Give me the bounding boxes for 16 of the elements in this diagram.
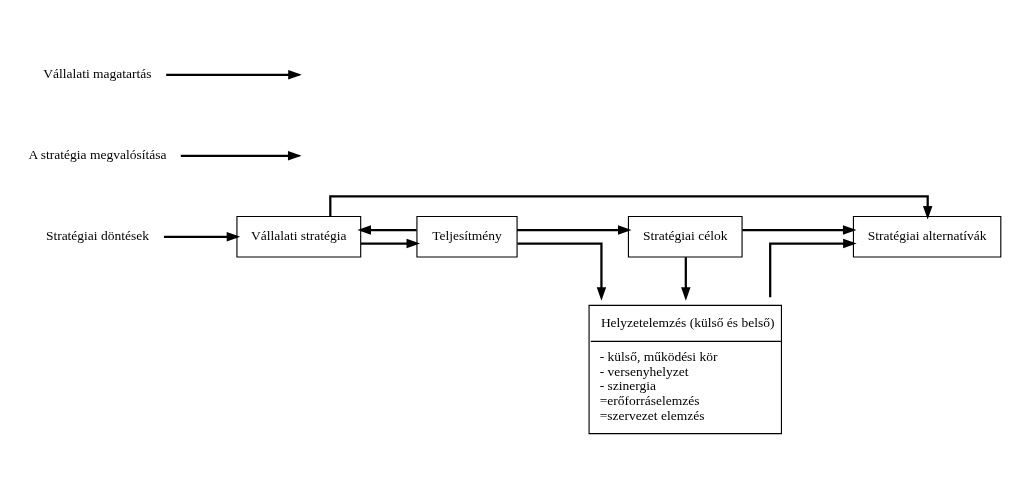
node-box: Vállalati stratégia [235, 215, 361, 258]
arrow [360, 238, 420, 248]
arrow [163, 231, 240, 241]
node-text: Vállalati magatartás [42, 65, 152, 81]
arrow [328, 194, 932, 219]
arrow [680, 256, 691, 301]
arrow [741, 224, 856, 235]
arrow [516, 224, 631, 235]
arrow [516, 241, 606, 301]
arrow [356, 224, 417, 235]
node-text: Stratégiai döntések [45, 227, 149, 243]
node-box: Stratégiai célok [627, 215, 743, 258]
node-box: Stratégiai alternatívák [852, 215, 1001, 258]
node-box: Teljesítmény [415, 215, 518, 258]
node-text: A stratégia megvalósítása [27, 146, 166, 162]
arrow [768, 238, 857, 297]
